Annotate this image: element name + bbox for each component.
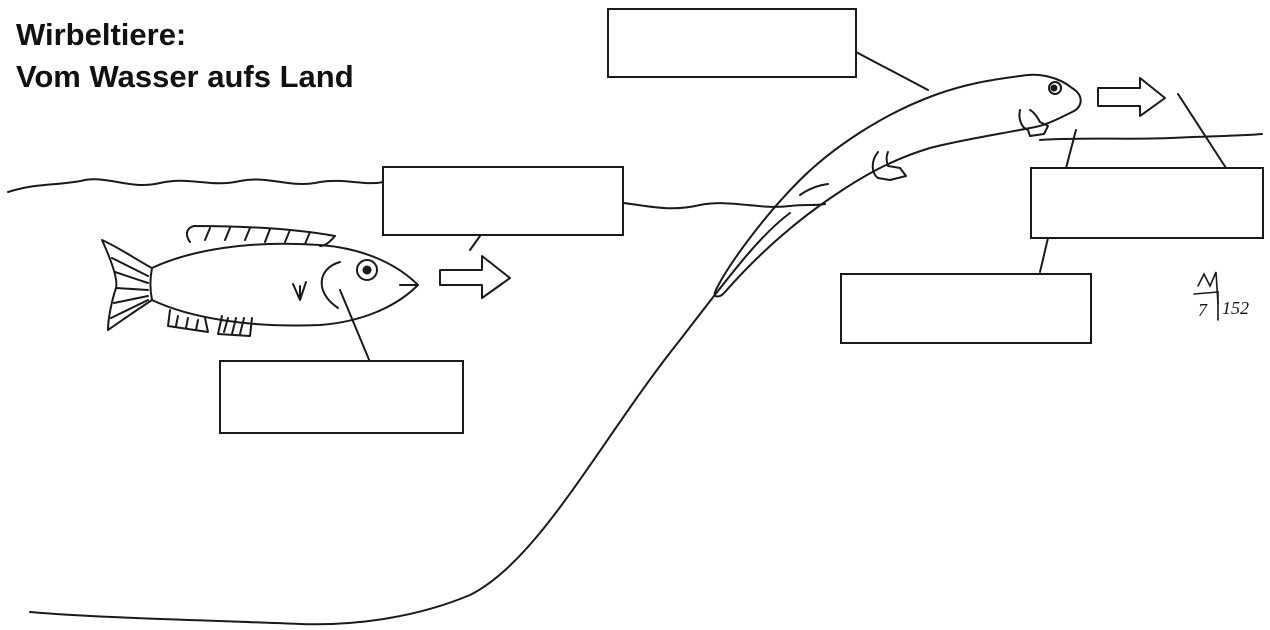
- fish-ventral-fin: [167, 309, 209, 333]
- label-box-below-fish[interactable]: [219, 360, 464, 434]
- arrow-salamander: [1097, 77, 1166, 117]
- arrow-fish: [439, 255, 511, 299]
- shore-line: [29, 212, 791, 626]
- signature-grade: 7: [1198, 300, 1208, 320]
- salamander-eye: [1048, 81, 1062, 95]
- fish-body: [149, 242, 419, 327]
- fish-dorsal-fin: [185, 225, 336, 247]
- signature-number: 152: [1222, 298, 1249, 318]
- connector-top-box: [855, 51, 929, 91]
- connector-above-fish: [469, 235, 481, 251]
- fish-tail: [101, 239, 153, 331]
- water-line-left: [7, 178, 384, 193]
- fish-pectoral-fin: [217, 315, 253, 337]
- connector-right-upper: [1177, 93, 1227, 169]
- connector-below-fish: [339, 289, 371, 363]
- title-line-2: Vom Wasser aufs Land: [16, 59, 354, 94]
- salamander-body: [713, 73, 1082, 298]
- water-line-middle: [622, 202, 826, 210]
- title-line-1: Wirbeltiere:: [16, 17, 187, 52]
- salamander-back-leg: [871, 151, 907, 181]
- fish-eye: [356, 259, 378, 281]
- water-line-right: [1039, 133, 1263, 141]
- connector-right-lower: [1039, 129, 1077, 273]
- fish-gill: [320, 261, 341, 309]
- label-box-right-upper[interactable]: [1030, 167, 1264, 239]
- label-box-above-fish[interactable]: [382, 166, 624, 236]
- author-signature: 7 152: [1193, 271, 1249, 321]
- salamander-front-leg: [1018, 109, 1049, 137]
- label-box-right-lower[interactable]: [840, 273, 1092, 344]
- label-box-top[interactable]: [607, 8, 857, 78]
- worksheet-title: Wirbeltiere: Vom Wasser aufs Land: [16, 14, 354, 98]
